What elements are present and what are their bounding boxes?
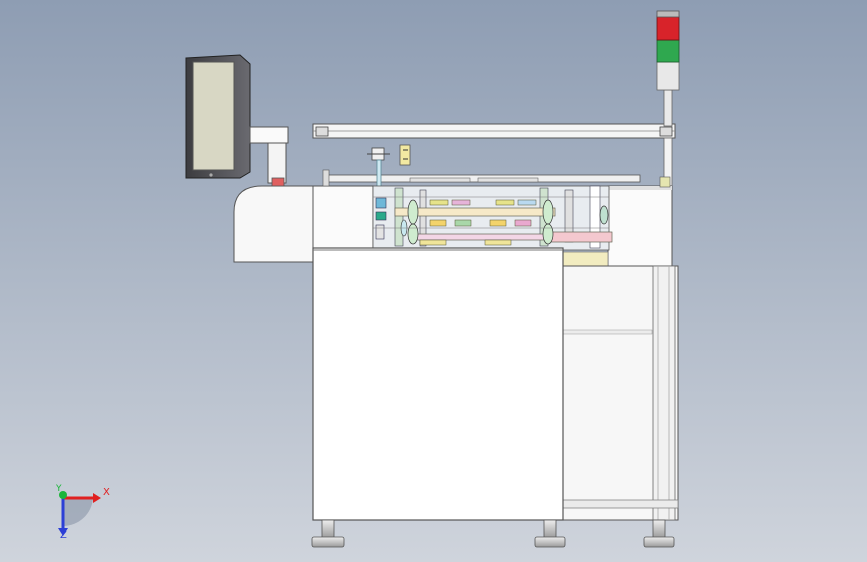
top-rail <box>322 169 671 188</box>
left-feeder-hood <box>233 177 316 263</box>
triad-plane <box>63 498 93 527</box>
z-axis-label: Z <box>60 530 67 541</box>
monitor-power-led <box>209 173 213 177</box>
tower-red-lamp <box>656 15 680 41</box>
pick-and-place-mechanism <box>372 185 613 251</box>
x-axis-arrowhead <box>93 493 101 503</box>
y-axis-marker <box>59 491 67 499</box>
tower-green-lamp <box>656 39 680 63</box>
upper-right-panel <box>607 185 673 267</box>
camera-bracket <box>367 144 411 191</box>
axis-triad[interactable] <box>58 491 101 536</box>
top-gantry <box>312 123 676 187</box>
lower-right-frame <box>561 265 679 521</box>
x-axis-label: X <box>103 487 110 498</box>
monitor-screen <box>192 61 235 171</box>
monitor-arm-vertical <box>267 142 287 184</box>
y-axis-label: Y <box>56 484 62 494</box>
tower-white-segment <box>656 61 680 91</box>
monitor-assembly <box>185 54 289 184</box>
upper-left-panel <box>312 185 374 251</box>
monitor-arm-horizontal <box>249 126 289 144</box>
signal-tower <box>656 10 680 127</box>
leveling-feet <box>311 519 675 548</box>
main-cabinet <box>312 247 564 521</box>
z-axis-arrowhead <box>58 528 68 536</box>
